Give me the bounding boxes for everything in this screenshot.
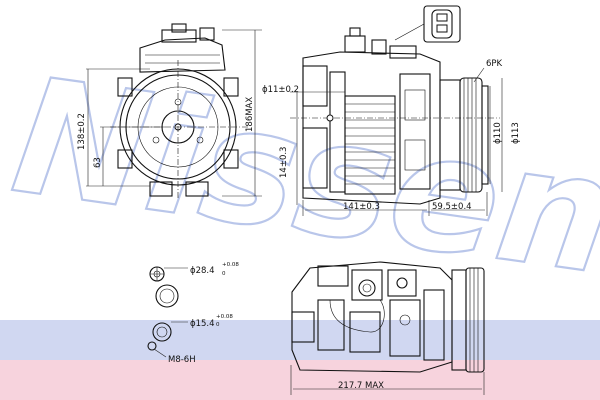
svg-text:+0.08: +0.08 (222, 262, 239, 268)
dim-59-5: 59.5±0.4 (432, 202, 472, 212)
svg-text:0: 0 (216, 322, 220, 328)
belt-6pk: 6PK (486, 59, 503, 69)
svg-text:+0.08: +0.08 (216, 314, 233, 320)
thread-label: M8-6H (168, 355, 196, 365)
pink-band (0, 360, 600, 400)
blue-band (0, 320, 600, 360)
dim-141: 141±0.3 (343, 202, 380, 212)
port-15-label: ϕ15.4 (190, 319, 215, 329)
dim-14: 14±0.3 (279, 147, 289, 178)
svg-text:0: 0 (222, 271, 226, 277)
dim-bore-11: ϕ11±0.2 (262, 85, 299, 95)
port-28-label: ϕ28.4 (190, 266, 215, 276)
port-details: ϕ28.4 +0.08 0 ϕ15.4 +0.08 0 M8-6H (147, 262, 239, 365)
dim-pulley-113: ϕ113 (511, 122, 521, 144)
front-dimensions: 138±0.2 63 186MAX (77, 29, 262, 197)
dim-186max: 186MAX (245, 97, 255, 132)
side-view (290, 5, 500, 205)
dim-overall-length: 217.7 MAX (338, 381, 384, 391)
watermark-text: Nissens (3, 42, 600, 324)
bottom-view: 217.7 MAX (290, 261, 485, 395)
side-dimensions: ϕ11±0.2 14±0.3 141±0.3 59.5±0.4 6PK ϕ110… (262, 59, 521, 216)
dim-138: 138±0.2 (77, 113, 87, 150)
dim-63: 63 (93, 157, 103, 168)
dim-pulley-110: ϕ110 (493, 122, 503, 144)
